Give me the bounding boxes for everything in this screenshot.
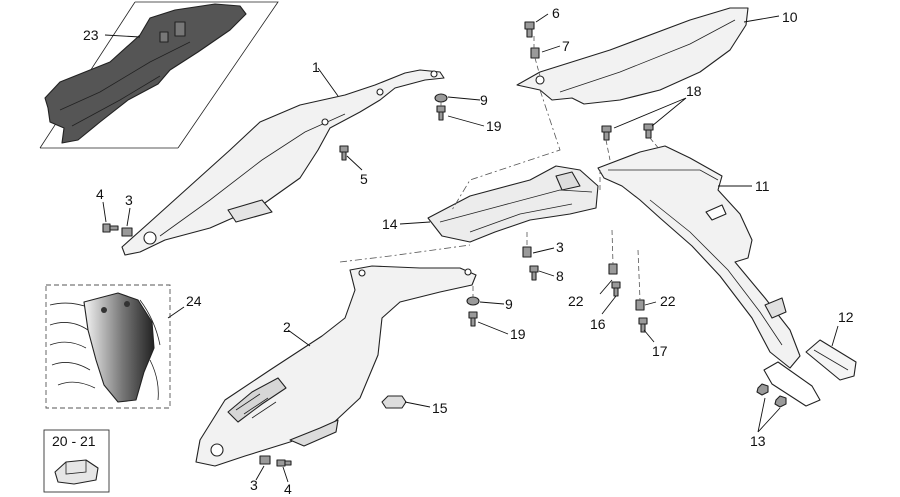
callout-14: 14: [382, 216, 398, 232]
part-1-upper-side-panel: [121, 69, 445, 256]
callout-12: 12: [838, 309, 854, 325]
part-10-tail-cover: [516, 7, 749, 105]
inset-part-23: [39, 1, 279, 149]
callout-15: 15: [432, 400, 448, 416]
inset-part-24: [45, 284, 171, 409]
callout-22-left: 22: [568, 293, 584, 309]
hardware-parts: [102, 21, 787, 467]
callout-13: 13: [750, 433, 766, 449]
callout-4-bottom: 4: [284, 481, 292, 497]
callout-1: 1: [312, 59, 320, 75]
callout-23: 23: [83, 27, 99, 43]
callout-7: 7: [562, 38, 570, 54]
callout-11: 11: [755, 178, 770, 194]
callout-17: 17: [652, 343, 668, 359]
part-11-license-holder: [597, 145, 821, 407]
callout-24: 24: [186, 293, 202, 309]
inset-part-20-21: [43, 429, 110, 493]
callout-9-upper: 9: [480, 92, 488, 108]
leader-lines: [102, 13, 839, 483]
callout-5: 5: [360, 171, 368, 187]
part-12-reflector: [805, 339, 857, 381]
callout-3-center: 3: [556, 239, 564, 255]
callout-10: 10: [782, 9, 798, 25]
callout-4-left: 4: [96, 186, 104, 202]
callout-6: 6: [552, 5, 560, 21]
callout-8: 8: [556, 268, 564, 284]
callout-18: 18: [686, 83, 702, 99]
callout-22-right: 22: [660, 293, 676, 309]
callout-20-21: 20 - 21: [52, 433, 96, 449]
callout-16: 16: [590, 316, 606, 332]
callout-19-upper: 19: [486, 118, 502, 134]
callout-2: 2: [283, 319, 291, 335]
callout-3-left: 3: [125, 192, 133, 208]
part-2-lower-side-panel: [195, 265, 477, 467]
callout-labels: 23 1 2 6 7 9 19 5 4 3 10 18 11 14 3 8 22…: [52, 5, 854, 497]
assembly-lines: [339, 36, 661, 301]
part-15-clip: [381, 395, 407, 409]
callout-19-lower: 19: [510, 326, 526, 342]
callout-9-lower: 9: [505, 296, 513, 312]
callout-3-bottom: 3: [250, 477, 258, 493]
part-14-inner-tray: [427, 165, 599, 243]
